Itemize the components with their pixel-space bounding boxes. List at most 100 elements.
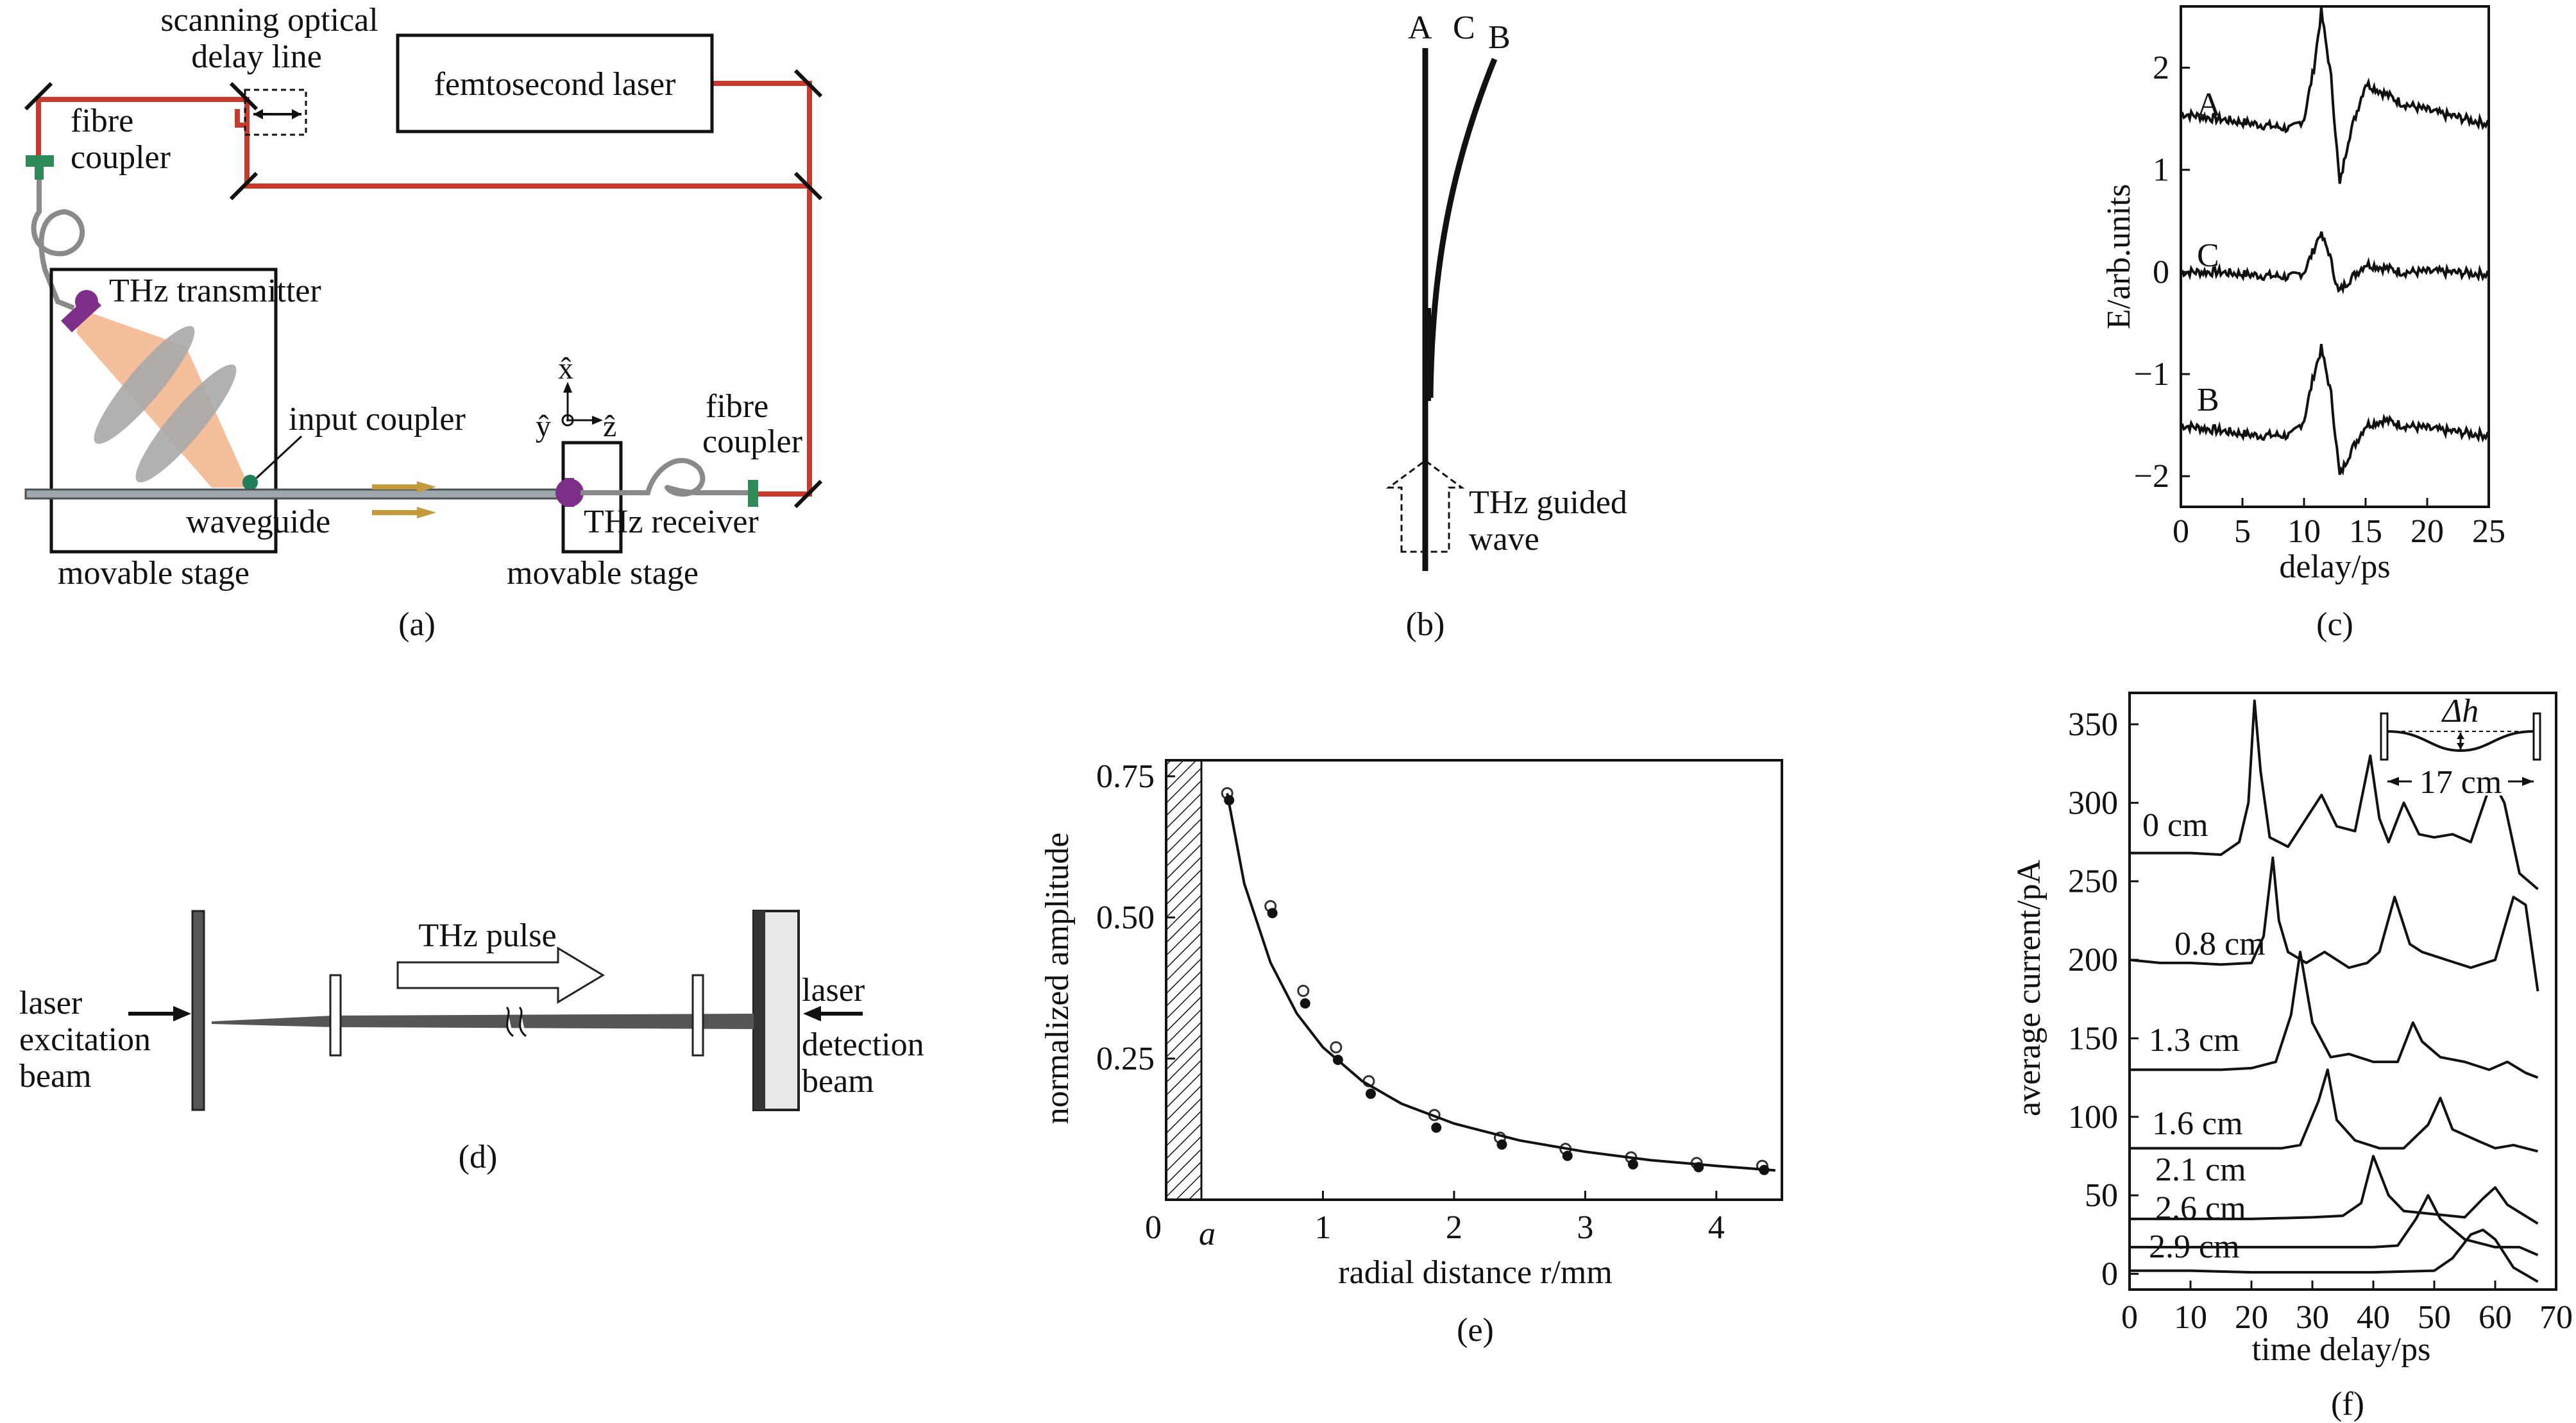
- trace-1-6-cm: [2130, 1068, 2538, 1153]
- y-tick-label: −1: [2134, 356, 2169, 393]
- y-tick-label: 250: [2068, 864, 2118, 900]
- fit-curve: [1226, 793, 1775, 1172]
- data-point-filled: [1627, 1159, 1638, 1170]
- x-tick-label: 0: [2173, 513, 2189, 550]
- trace-2-6-cm: [2130, 1194, 2539, 1257]
- plot-f-frame: [2128, 692, 2557, 1291]
- femtosecond-laser-box: [396, 33, 714, 133]
- right-label-1: laser: [802, 972, 865, 1009]
- receiver-label: THz receiver: [584, 504, 759, 540]
- waveguide: [24, 488, 572, 500]
- right-plate-edge: [754, 911, 765, 1110]
- mirror: [229, 81, 258, 111]
- plot-e-points: [1221, 787, 1775, 1175]
- wire-a-label: A: [1408, 10, 1432, 46]
- data-point-filled: [1562, 1150, 1573, 1161]
- x-tick-label: 2: [1446, 1209, 1462, 1246]
- thz-receiver-lens: [555, 479, 584, 507]
- thz-pulse-arrow: [396, 946, 605, 1004]
- caption-b: (b): [1406, 606, 1445, 643]
- input-coupler-label: input coupler: [289, 401, 466, 438]
- fibre-coupler-left-label-1: fibre: [71, 103, 133, 139]
- curve-a-label: A: [2197, 87, 2221, 123]
- curve-label: 1.3 cm: [2149, 1022, 2240, 1059]
- plot-f-traces: [2129, 699, 2539, 1283]
- fibre-coupler-right-label-2: coupler: [702, 423, 802, 460]
- fibre-coupler-left: [26, 155, 54, 167]
- y-tick-label: 0: [2153, 254, 2169, 291]
- e-xlabel: radial distance r/mm: [1338, 1254, 1612, 1291]
- x-tick-label: 15: [2349, 513, 2382, 550]
- lens: [135, 364, 237, 482]
- guided-wave-arrow: [1385, 459, 1465, 553]
- inset-dh-label: Δh: [2441, 693, 2479, 729]
- data-point-filled: [1366, 1088, 1376, 1099]
- delay-line-label-2: delay line: [191, 38, 322, 75]
- mirror: [229, 171, 258, 201]
- excitation-arrow-head: [173, 1006, 191, 1021]
- left-label-1: laser: [19, 985, 82, 1021]
- x-tick-label: 0: [2121, 1299, 2138, 1336]
- y-tick-label: 0.75: [1096, 758, 1155, 795]
- panel-a: scanning optical delay line femtosecond …: [24, 2, 823, 643]
- waveguide-label: waveguide: [186, 504, 330, 540]
- curve-label: 2.9 cm: [2149, 1229, 2240, 1265]
- axis-x-label: x̂: [558, 352, 573, 386]
- data-point-filled: [1300, 998, 1310, 1009]
- y-tick-label: 0.25: [1096, 1041, 1155, 1077]
- x-tick-label: 20: [2235, 1299, 2268, 1336]
- propagation-arrows: [372, 481, 436, 518]
- trace-2-9-cm: [2130, 1229, 2539, 1283]
- x-tick-label: 4: [1708, 1209, 1725, 1246]
- caption-e: (e): [1457, 1312, 1494, 1349]
- y-tick-label: 200: [2068, 942, 2118, 978]
- plot-e-frame: [1165, 759, 1783, 1201]
- plot-c-traces: [2180, 6, 2490, 476]
- right-label-2: detection: [802, 1027, 924, 1063]
- detection-arrow-head: [803, 1006, 821, 1021]
- wire-b: [1427, 58, 1498, 398]
- panel-d: THz pulse laser excitation beam laser de…: [19, 910, 924, 1175]
- beam-path-top: [38, 97, 809, 189]
- data-point-open: [1297, 984, 1310, 997]
- y-tick-label: 50: [2085, 1177, 2118, 1214]
- mirror: [793, 69, 823, 98]
- x-tick-label: 10: [2287, 513, 2321, 550]
- caption-d: (d): [459, 1139, 498, 1175]
- radius-a-label: a: [1199, 1216, 1216, 1252]
- x-tick-label: 50: [2418, 1299, 2451, 1336]
- y-tick-label: 100: [2068, 1099, 2118, 1136]
- axis-z-label: ẑ: [603, 409, 616, 443]
- trace-1-3-cm: [2130, 950, 2539, 1079]
- plot-c-frame: [2180, 5, 2490, 508]
- y-tick-label: 2: [2153, 50, 2169, 87]
- trace-0-cm: [2130, 699, 2539, 890]
- right-label-3: beam: [802, 1063, 874, 1100]
- y-tick-label: 0: [2101, 1256, 2118, 1293]
- support-right: [691, 974, 704, 1057]
- inset-schematic: Δh 17 cm: [2380, 693, 2541, 801]
- fibre-coupler-left-stem: [35, 166, 44, 180]
- c-ylabel: E/arb.units: [2101, 184, 2137, 330]
- input-coupler: [242, 475, 258, 490]
- delay-arrow-head: [292, 109, 301, 119]
- x-tick-label: 25: [2472, 513, 2505, 550]
- f-xlabel: time delay/ps: [2252, 1331, 2431, 1368]
- curve-label: 0 cm: [2142, 807, 2208, 844]
- x-tick-label: 0: [1145, 1209, 1162, 1246]
- curve-label: 0.8 cm: [2174, 926, 2266, 962]
- fibre-right: [580, 457, 754, 497]
- plot-f-curve-labels: 0 cm0.8 cm1.3 cm1.6 cm2.1 cm2.6 cm2.9 cm: [2142, 807, 2266, 1265]
- mirror: [24, 81, 53, 111]
- wave-label-2: wave: [1469, 521, 1539, 558]
- fibre-coupler-left-label-2: coupler: [71, 139, 171, 176]
- mirror: [793, 479, 823, 509]
- y-tick-label: 150: [2068, 1020, 2118, 1057]
- delay-line-box: [244, 89, 307, 136]
- curve-label: 1.6 cm: [2152, 1105, 2243, 1142]
- y-tick-label: 1: [2153, 152, 2169, 189]
- caption-a: (a): [398, 606, 436, 643]
